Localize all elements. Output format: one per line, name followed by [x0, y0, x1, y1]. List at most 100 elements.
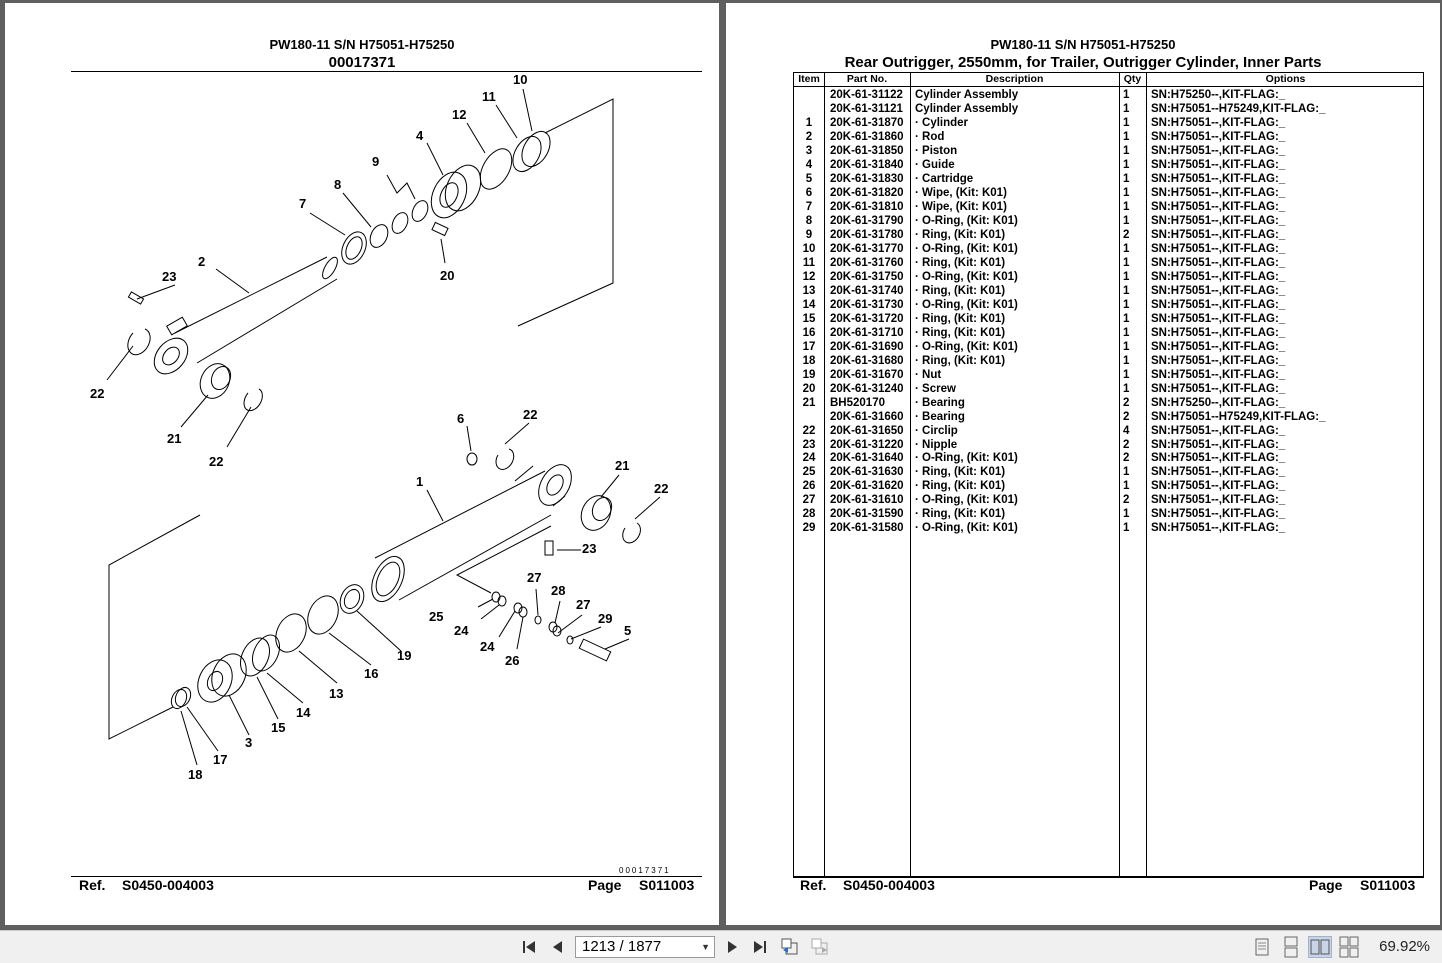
prev-page-icon[interactable] [547, 937, 569, 957]
cell-options: SN:H75051--H75249,KIT-FLAG:_ [1151, 102, 1326, 115]
cell-part-no: 20K-61-31610 [830, 494, 904, 507]
cell-part-no: 20K-61-31650 [830, 424, 904, 437]
cell-options: SN:H75051--,KIT-FLAG:_ [1151, 130, 1286, 143]
cell-options: SN:H75051--,KIT-FLAG:_ [1151, 368, 1286, 381]
cell-part-no: 20K-61-31860 [830, 130, 904, 143]
cell-description: · Ring, (Kit: K01) [915, 508, 1006, 521]
cell-qty: 1 [1123, 354, 1130, 367]
go-back-view-icon[interactable] [779, 937, 801, 957]
cell-part-no: 20K-61-31640 [830, 452, 904, 465]
cell-description: · Ring, (Kit: K01) [915, 480, 1006, 493]
callout-6: 6 [457, 411, 464, 426]
cell-description: · Nipple [915, 438, 958, 451]
cell-options: SN:H75051--,KIT-FLAG:_ [1151, 270, 1286, 283]
cell-description: · Rod [915, 130, 945, 143]
cell-qty: 1 [1123, 368, 1130, 381]
cell-description: Cylinder Assembly [915, 89, 1019, 101]
cell-item: 20 [802, 382, 816, 395]
cell-description: · Ring, (Kit: K01) [915, 466, 1006, 479]
cell-item: 4 [805, 158, 813, 171]
cell-options: SN:H75051--,KIT-FLAG:_ [1151, 172, 1286, 185]
cell-qty: 1 [1123, 466, 1130, 479]
left-page-diagram: PW180-11 S/N H75051-H75250 00017371 [5, 3, 719, 925]
header-part-no: Part No. [846, 73, 888, 85]
cell-description: · Ring, (Kit: K01) [915, 228, 1006, 241]
callout-14: 14 [296, 705, 311, 720]
cell-item: 21 [802, 396, 816, 409]
right-page-parts-list: PW180-11 S/N H75051-H75250 Rear Outrigge… [726, 3, 1440, 925]
cell-options: SN:H75051--,KIT-FLAG:_ [1151, 452, 1286, 465]
cell-options: SN:H75051--,KIT-FLAG:_ [1151, 508, 1286, 521]
callout-4: 4 [416, 128, 424, 143]
last-page-icon[interactable] [749, 937, 771, 957]
cell-part-no: 20K-61-31790 [830, 214, 904, 227]
cell-part-no: 20K-61-31840 [830, 158, 904, 171]
cell-description: · Ring, (Kit: K01) [915, 326, 1006, 339]
cell-description: · Wipe, (Kit: K01) [915, 186, 1007, 199]
cell-item: 18 [802, 354, 816, 367]
cell-item: 28 [802, 508, 816, 521]
cell-description: · Nut [915, 368, 942, 381]
cell-description: · O-Ring, (Kit: K01) [915, 494, 1018, 507]
cell-qty: 1 [1123, 102, 1130, 115]
chevron-down-icon[interactable]: ▼ [701, 942, 710, 952]
cell-part-no: 20K-61-31740 [830, 284, 904, 297]
cell-options: SN:H75051--,KIT-FLAG:_ [1151, 186, 1286, 199]
cell-part-no: 20K-61-31780 [830, 228, 904, 241]
cell-options: SN:H75051--,KIT-FLAG:_ [1151, 200, 1286, 213]
next-page-icon[interactable] [721, 937, 743, 957]
continuous-facing-view-icon[interactable] [1337, 936, 1361, 958]
continuous-view-icon[interactable] [1279, 936, 1303, 958]
cell-qty: 2 [1123, 396, 1130, 409]
callout-27: 27 [576, 597, 590, 612]
callout-24: 24 [454, 623, 469, 638]
callout-17: 17 [213, 752, 227, 767]
cell-description: · Guide [915, 158, 955, 171]
cell-item: 6 [805, 186, 813, 199]
cell-part-no: 20K-61-31710 [830, 326, 904, 339]
cell-options: SN:H75051--,KIT-FLAG:_ [1151, 228, 1286, 241]
cell-item: 24 [802, 452, 816, 465]
header-qty: Qty [1123, 73, 1142, 85]
cell-options: SN:H75051--,KIT-FLAG:_ [1151, 214, 1286, 227]
cell-qty: 1 [1123, 172, 1130, 185]
cell-item: 11 [802, 256, 816, 269]
cell-qty: 1 [1123, 130, 1130, 143]
page-number-input[interactable]: 1213 / 1877 ▼ [575, 936, 715, 958]
cell-description: · Bearing [915, 396, 965, 409]
cell-qty: 1 [1123, 116, 1130, 129]
go-forward-view-icon[interactable] [809, 937, 831, 957]
cell-part-no: 20K-61-31720 [830, 312, 904, 325]
cell-item: 5 [805, 172, 813, 185]
callout-12: 12 [452, 107, 466, 122]
cell-part-no: 20K-61-31770 [830, 242, 904, 255]
corner-code: 00017371 [619, 866, 671, 875]
callout-13: 13 [329, 686, 343, 701]
callout-21: 21 [615, 458, 629, 473]
cell-item: 9 [805, 228, 813, 241]
cell-options: SN:H75051--,KIT-FLAG:_ [1151, 242, 1286, 255]
callout-5: 5 [624, 623, 631, 638]
first-page-icon[interactable] [519, 937, 541, 957]
header-item: Item [798, 73, 820, 85]
cell-description: · Wipe, (Kit: K01) [915, 200, 1007, 213]
facing-view-icon[interactable] [1308, 936, 1332, 958]
callout-22: 22 [654, 481, 668, 496]
cell-description: · O-Ring, (Kit: K01) [915, 340, 1018, 353]
single-page-view-icon[interactable] [1250, 936, 1274, 958]
zoom-level[interactable]: 69.92% [1379, 938, 1430, 955]
cell-options: SN:H75051--,KIT-FLAG:_ [1151, 480, 1286, 493]
cell-qty: 1 [1123, 382, 1130, 395]
callout-27: 27 [527, 570, 541, 585]
